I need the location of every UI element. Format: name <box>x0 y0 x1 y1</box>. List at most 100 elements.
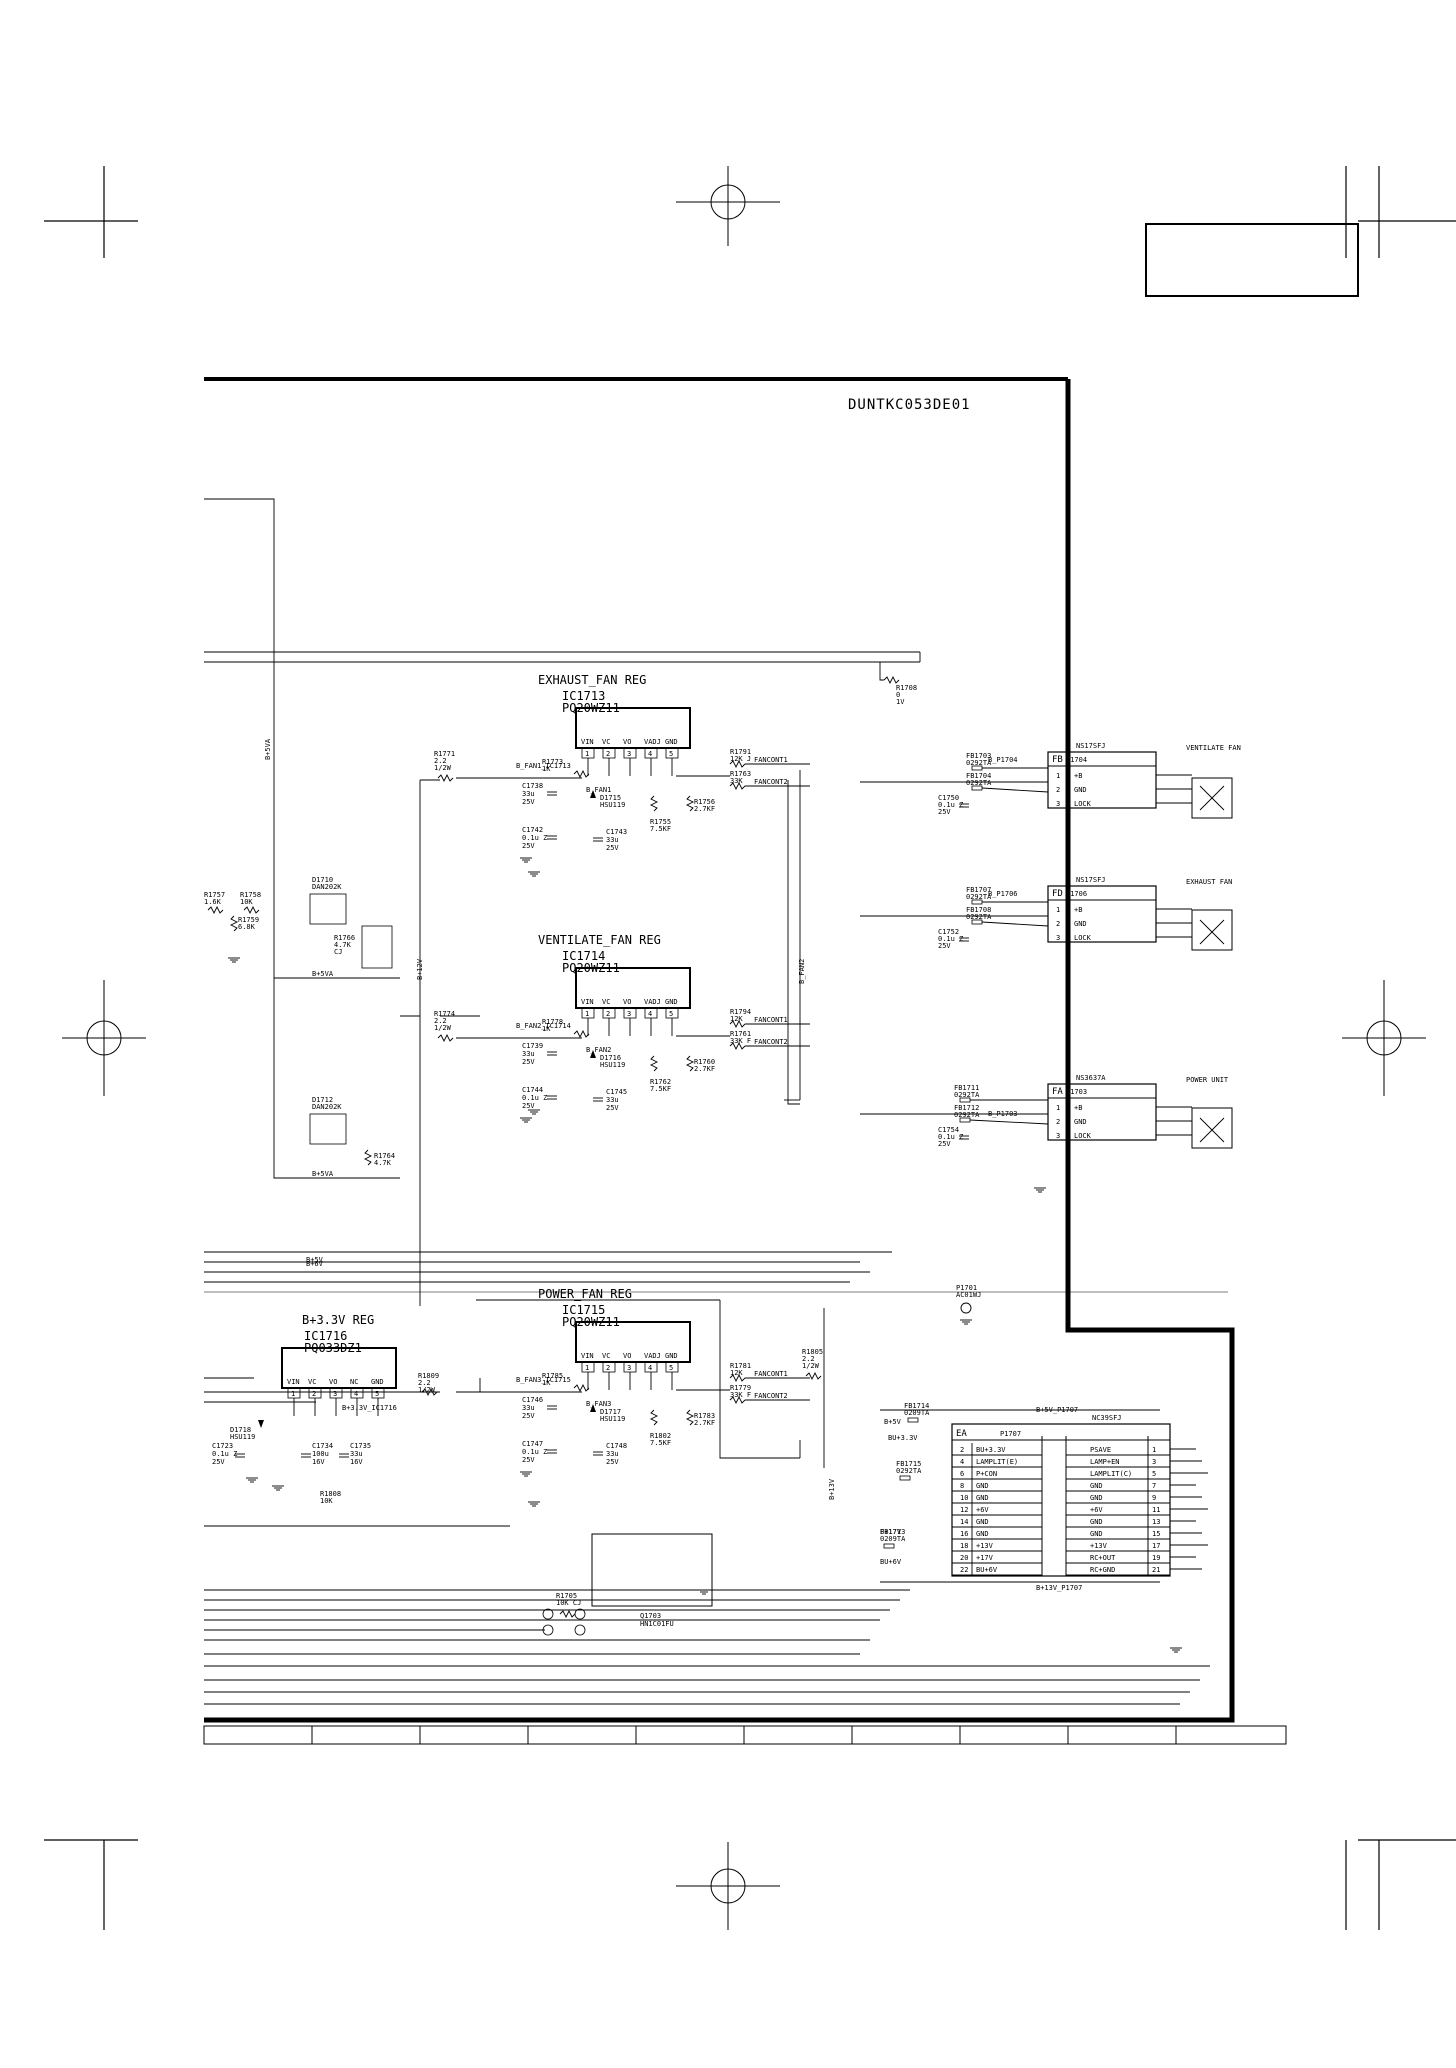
connector-pin-number: 17 <box>1152 1542 1160 1550</box>
net-label: B+17V <box>880 1528 902 1536</box>
capacitor-value: 33u <box>522 1404 535 1412</box>
connector-pin-signal: GND <box>1074 1118 1087 1126</box>
pin-number: 1 <box>585 1364 589 1372</box>
regulator-part: PQ20WZ11 <box>562 961 620 975</box>
resistor-r1794 <box>729 1019 746 1029</box>
q1703-body <box>591 1533 713 1607</box>
terminal-icon <box>574 1624 586 1636</box>
capacitor-ref: C1746 <box>522 1396 543 1404</box>
capacitor-value: 33u <box>522 790 535 798</box>
pin-number: 5 <box>669 1364 673 1372</box>
net-label: B_P1706 <box>988 890 1018 898</box>
pin-number: 1 <box>585 750 589 758</box>
regulator-part: PQ20WZ11 <box>562 1315 620 1329</box>
pin-name: VIN <box>581 738 594 746</box>
connector-pin-number: 14 <box>960 1518 968 1526</box>
regulator-ic1714: VENTILATE_FAN REGIC1714PQ20WZ111VIN2VC3V… <box>434 933 810 1123</box>
resistor-value: 2.2 <box>418 1379 431 1387</box>
diode-part: DAN202K <box>312 883 342 891</box>
pin-name: NC <box>350 1378 358 1386</box>
resistor-wattage: 1/2W <box>802 1362 820 1370</box>
page-corner-box <box>1145 223 1359 297</box>
connector-code: EA <box>956 1429 967 1439</box>
net-label: B_FAN3_IC1715 <box>516 1376 571 1384</box>
resistor-ref: R1708 <box>896 684 917 692</box>
capacitor-voltage: 25V <box>522 842 535 850</box>
connector-pin-number: 22 <box>960 1566 968 1574</box>
resistor-ref: R1808 <box>320 1490 341 1498</box>
capacitor-value: 0.1u Z <box>212 1450 237 1458</box>
resistor-r1773 <box>573 769 590 779</box>
document-id: DUNTKC053DE01 <box>848 397 971 413</box>
pin-number: 3 <box>627 1364 631 1372</box>
ferrite-part: 0292TA <box>966 779 992 787</box>
resistor-r1761 <box>729 1041 746 1051</box>
diode-symbol <box>590 1404 596 1412</box>
connector-pin-signal: GND <box>976 1530 989 1538</box>
resistor-value: 7.5KF <box>650 825 671 833</box>
capacitor-ref: C1723 <box>212 1442 233 1450</box>
pin-name: VO <box>623 738 631 746</box>
capacitor-voltage: 25V <box>212 1458 225 1466</box>
resistor-r1755 <box>649 795 659 812</box>
resistor-wattage: 1/2W <box>418 1386 436 1394</box>
ferrite-symbol <box>899 1475 911 1481</box>
resistor-r1783 <box>685 1409 695 1426</box>
capacitor-voltage: 25V <box>938 808 951 816</box>
net-label: B_P1704 <box>988 756 1018 764</box>
resistor-value: 10K <box>320 1497 333 1505</box>
pin-number: 5 <box>375 1390 379 1398</box>
pin-number: 5 <box>669 1010 673 1018</box>
connector-pin-signal: GND <box>976 1518 989 1526</box>
pin-number: 2 <box>312 1390 316 1398</box>
crop-marks <box>44 166 1456 1930</box>
resistor-r1708 <box>883 675 900 685</box>
net-label: B+6V <box>306 1260 324 1268</box>
resistor-value: 2.7KF <box>694 1065 715 1073</box>
ferrite-ref: FB1715 <box>896 1460 921 1468</box>
connector-pin-signal: LAMPLIT(E) <box>976 1458 1018 1466</box>
schematic-frame <box>203 377 1287 1745</box>
connector-pin-number: 1 <box>1056 1104 1060 1112</box>
connector-pin-number: 3 <box>1056 800 1060 808</box>
capacitor-ref: C1744 <box>522 1086 543 1094</box>
resistor-r1809 <box>421 1387 438 1397</box>
connector-pin-signal: +6V <box>1090 1506 1103 1514</box>
transistor-ref: Q1703 <box>640 1612 661 1620</box>
capacitor-voltage: 25V <box>938 942 951 950</box>
ground-symbol <box>1170 1647 1182 1653</box>
diode-part: HSU119 <box>600 1415 625 1423</box>
connector-ref: P1703 <box>1066 1088 1087 1096</box>
connector-code: FB <box>1052 755 1063 765</box>
resistor-r1758 <box>243 905 260 915</box>
resistor-r1785 <box>573 1383 590 1393</box>
pin-name: GND <box>665 1352 678 1360</box>
regulator-ic1715: POWER_FAN REGIC1715PQ20WZ111VIN2VC3VO4VA… <box>456 1287 823 1477</box>
resistor-ref: R1756 <box>694 798 715 806</box>
terminal-icon <box>542 1624 554 1636</box>
resistor-note: 1V <box>896 698 905 706</box>
resistor-value: 4.7K <box>334 941 352 949</box>
capacitor-ref: C1734 <box>312 1442 333 1450</box>
connector-pin-number: 8 <box>960 1482 964 1490</box>
regulator-title: VENTILATE_FAN REG <box>538 933 661 947</box>
connector-pin-signal: P+CON <box>976 1470 997 1478</box>
pin-name: VC <box>602 1352 610 1360</box>
connector-pin-number: 20 <box>960 1554 968 1562</box>
regulator-ic1716: B+3.3V REGIC1716PQ033DZ11VIN2VC3VO4NC5GN… <box>212 1313 439 1505</box>
connector-pin-signal: +13V <box>976 1542 994 1550</box>
resistor-value: 4.7K <box>374 1159 392 1167</box>
net-label: B+13V_P1707 <box>1036 1584 1082 1592</box>
connector-pin-number: 15 <box>1152 1530 1160 1538</box>
connector-pin-number: 9 <box>1152 1494 1156 1502</box>
capacitor-c1747 <box>547 1449 557 1454</box>
resistor-ref: R1773 <box>542 758 563 766</box>
ferrite-ref: FB1707 <box>966 886 991 894</box>
resistor-value: 0 <box>896 691 900 699</box>
resistor-wattage: 1/2W <box>434 1024 452 1032</box>
capacitor-voltage: 25V <box>522 1102 535 1110</box>
net-label: B+5V <box>306 1256 324 1264</box>
ferrite-part: 0292TA <box>966 913 992 921</box>
ferrite-part: 0292TA <box>954 1091 980 1099</box>
